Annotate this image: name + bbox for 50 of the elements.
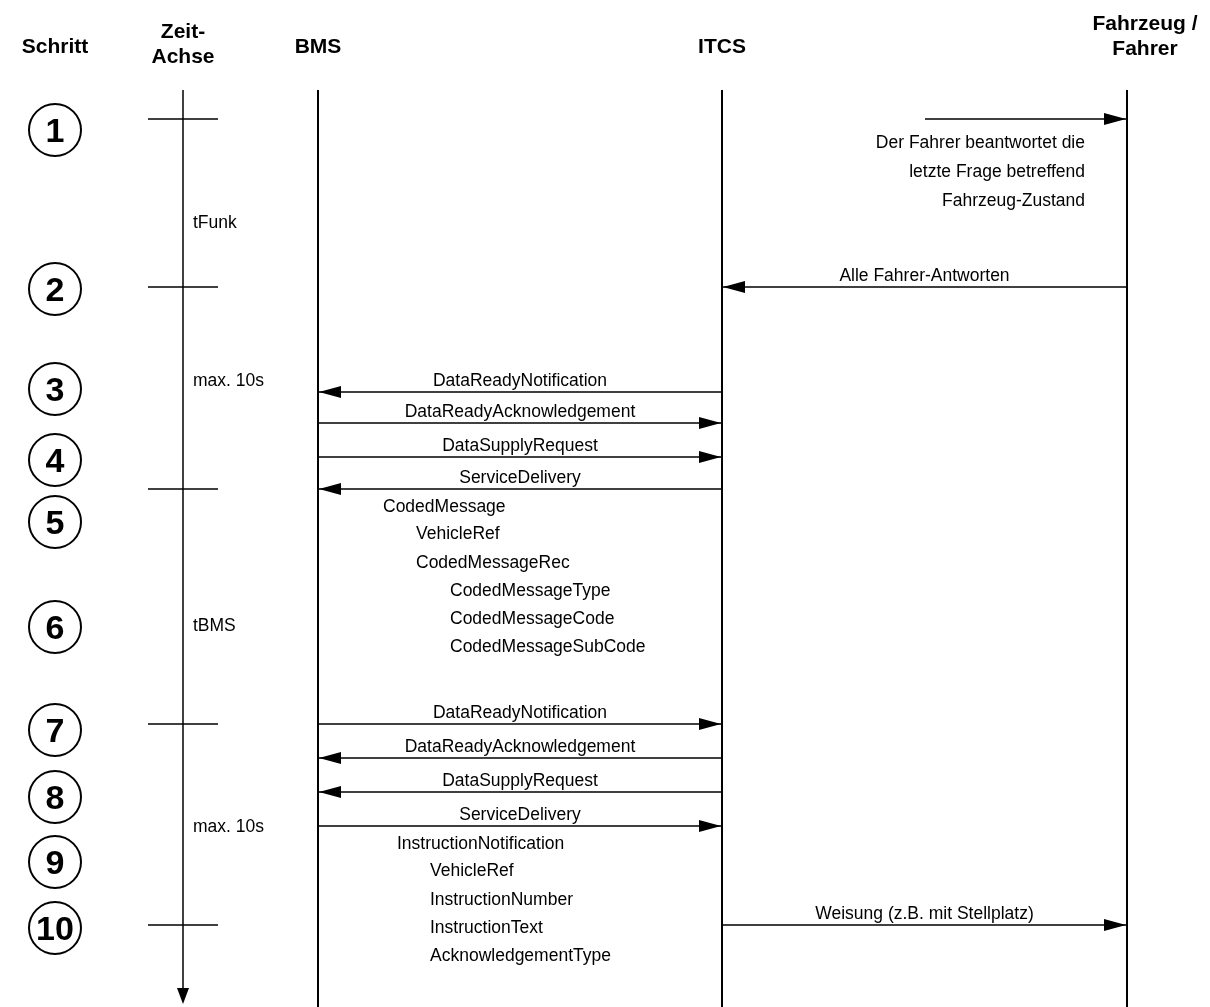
message-arrow	[722, 281, 1127, 293]
parameter-label: CodedMessageSubCode	[450, 636, 646, 656]
edge-label: Weisung (z.B. mit Stellplatz)	[813, 903, 1036, 923]
parameter-label: InstructionNumber	[430, 889, 573, 909]
message-arrow	[318, 451, 722, 463]
step-circle: 3	[28, 362, 82, 416]
message-arrow	[318, 820, 722, 832]
message-arrow	[318, 483, 722, 495]
step-circle: 5	[28, 495, 82, 549]
column-header: Zeit- Achse	[150, 18, 216, 68]
edge-label: DataSupplyRequest	[440, 435, 600, 455]
edge-label: ServiceDelivery	[457, 467, 583, 487]
edge-label: DataSupplyRequest	[440, 770, 600, 790]
column-header: ITCS	[698, 33, 746, 58]
parameter-label: CodedMessageType	[450, 580, 611, 600]
message-arrow	[318, 718, 722, 730]
lifeline	[721, 90, 723, 1007]
step-circle: 1	[28, 103, 82, 157]
time-label: max. 10s	[193, 370, 264, 390]
time-label: tBMS	[193, 615, 236, 635]
column-header: Fahrzeug / Fahrer	[1091, 10, 1199, 60]
column-header: BMS	[294, 33, 342, 58]
message-arrow	[924, 113, 1127, 125]
parameter-label: CodedMessageCode	[450, 608, 615, 628]
edge-label: ServiceDelivery	[457, 804, 583, 824]
step-circle: 8	[28, 770, 82, 824]
note-text: Der Fahrer beantwortet die letzte Frage betreffend Fahrzeug-Zustand	[874, 131, 1085, 212]
step-circle: 7	[28, 703, 82, 757]
message-arrow	[318, 786, 722, 798]
time-label: max. 10s	[193, 816, 264, 836]
parameter-label: InstructionNotification	[397, 833, 565, 853]
parameter-label: VehicleRef	[416, 523, 500, 543]
step-circle: 4	[28, 433, 82, 487]
message-arrow	[318, 386, 722, 398]
time-label: tFunk	[193, 212, 237, 232]
message-arrow	[722, 919, 1127, 931]
parameter-label: CodedMessageRec	[416, 552, 570, 572]
step-circle: 6	[28, 600, 82, 654]
lifeline	[1126, 90, 1128, 1007]
parameter-label: CodedMessage	[383, 496, 506, 516]
step-circle: 2	[28, 262, 82, 316]
message-arrow	[318, 417, 722, 429]
parameter-label: VehicleRef	[430, 860, 514, 880]
parameter-label: InstructionText	[430, 917, 543, 937]
parameter-label: AcknowledgementType	[430, 945, 611, 965]
step-circle: 9	[28, 835, 82, 889]
column-header: Schritt	[21, 33, 89, 58]
step-circle: 10	[28, 901, 82, 955]
message-arrow	[318, 752, 722, 764]
lifeline	[317, 90, 319, 1007]
